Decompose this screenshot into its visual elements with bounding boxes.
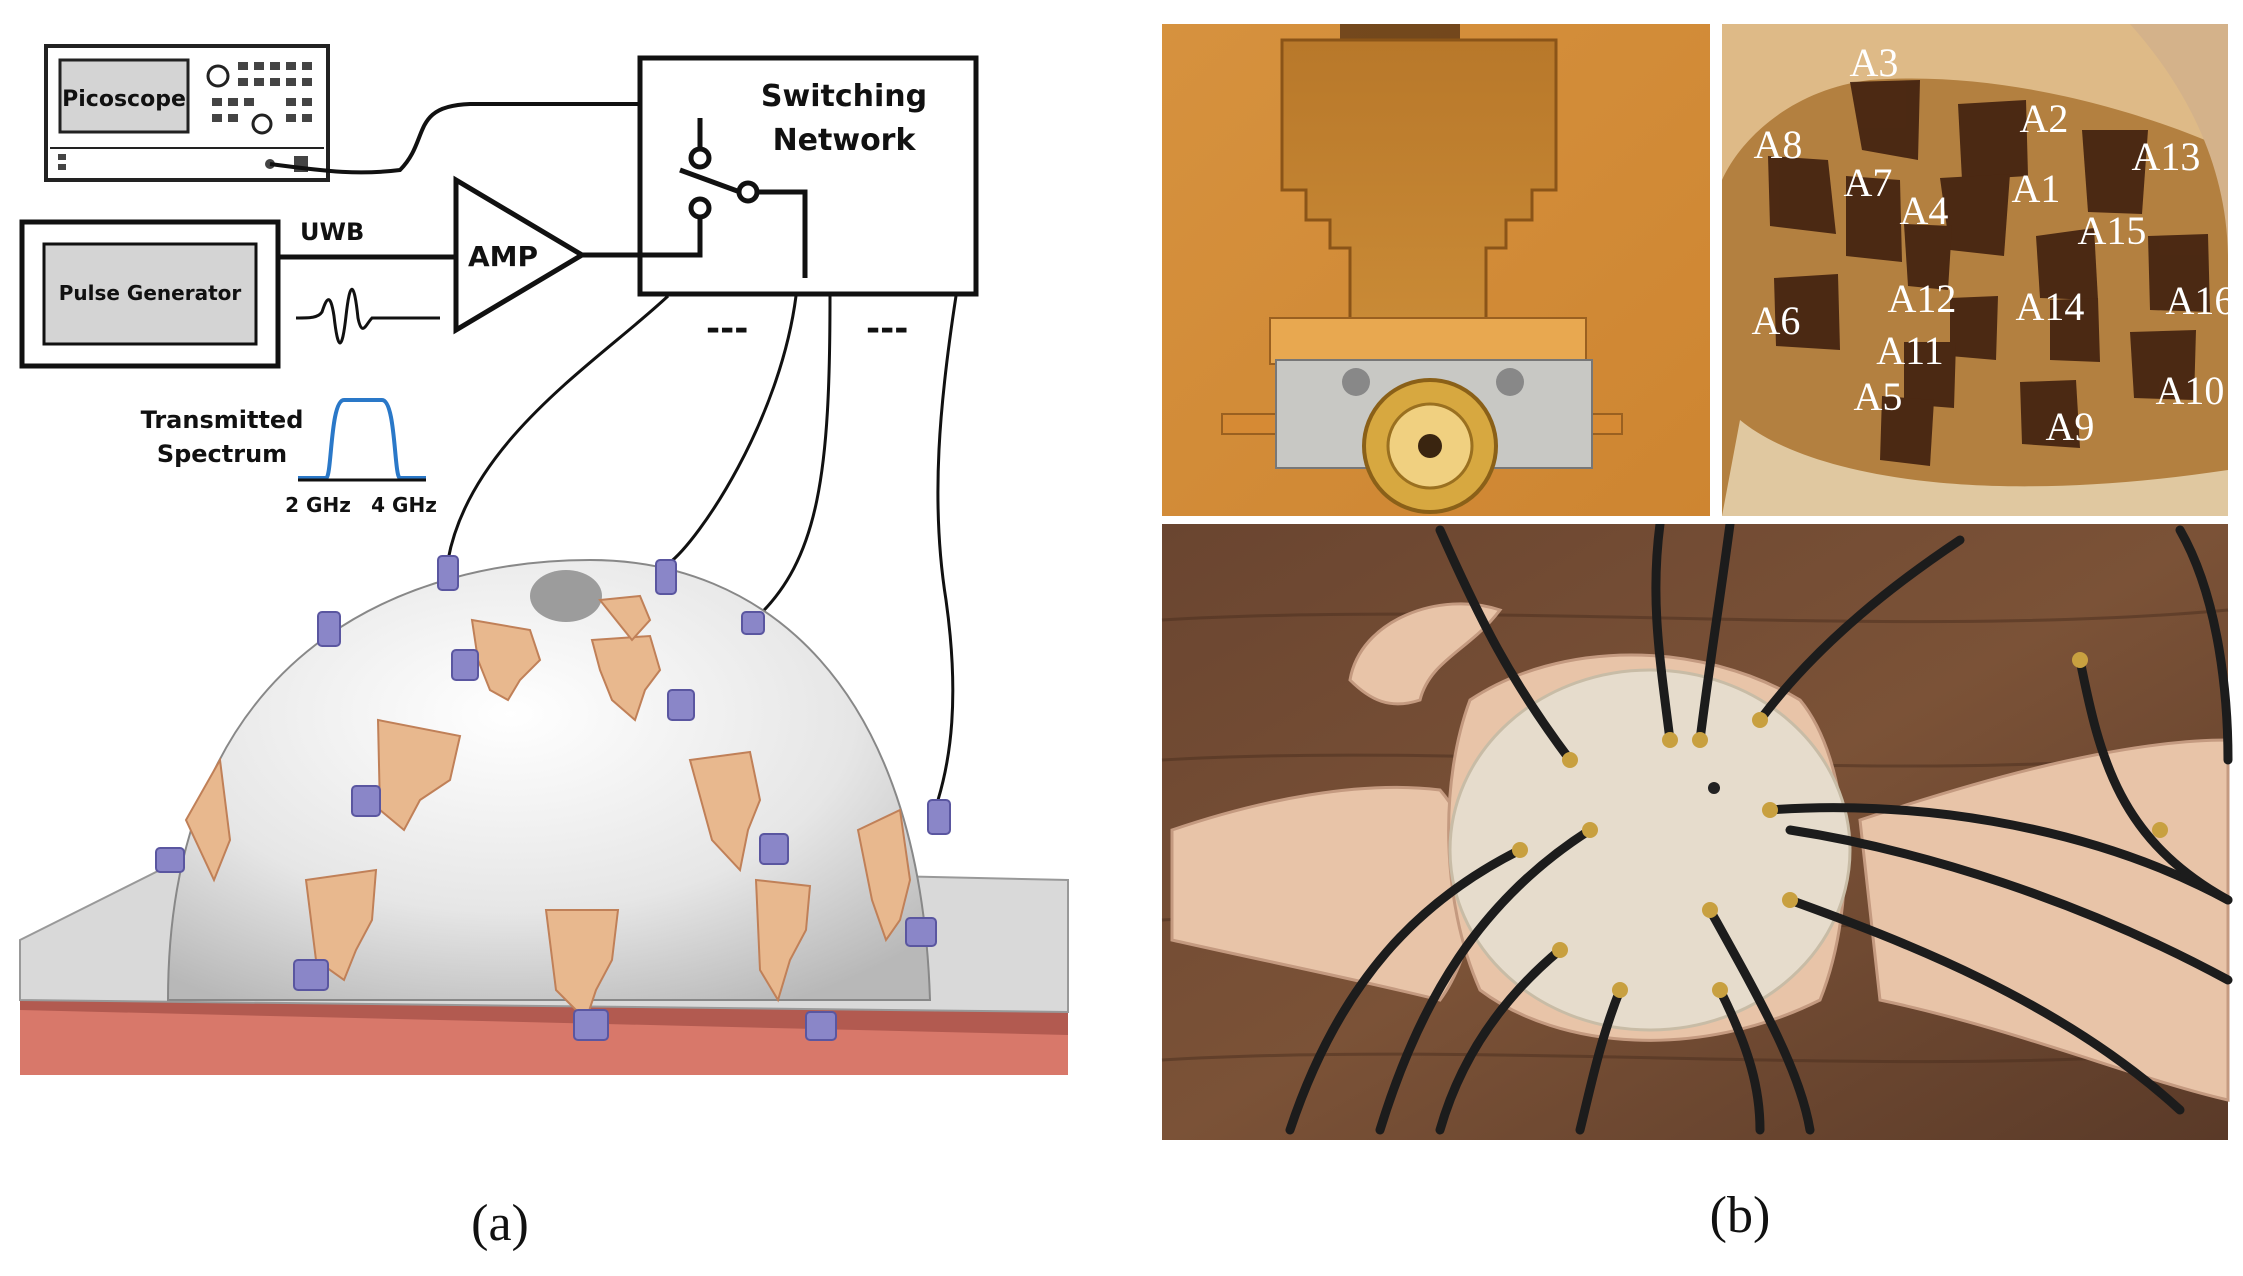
switching-label-line1: Switching [761, 79, 927, 114]
antenna-label-a4: A4 [1900, 188, 1949, 233]
spectrum-curve [298, 398, 426, 480]
antenna-label-a14: A14 [2016, 284, 2085, 329]
antenna-labels: A3 A2 A8 A7 A1 A13 A4 A15 A6 A12 A14 A16… [1752, 40, 2235, 449]
freq-high-label: 4 GHz [371, 493, 437, 517]
antenna-label-a5: A5 [1854, 374, 1903, 419]
antenna-label-a9: A9 [2046, 404, 2095, 449]
photo-bra-prototype [1161, 519, 2233, 1140]
antenna-connectors [155, 555, 951, 1041]
picoscope-label: Picoscope [62, 87, 186, 112]
ellipsis-2: --- [866, 309, 908, 349]
antenna-label-a8: A8 [1754, 122, 1803, 167]
ellipsis-1: --- [706, 309, 748, 349]
amplifier: AMP [453, 175, 587, 335]
switching-network: Switching Network [637, 55, 979, 297]
caption-b: (b) [1710, 1187, 1771, 1244]
antenna-label-a7: A7 [1844, 160, 1893, 205]
antenna-label-a1: A1 [2012, 166, 2061, 211]
panel-b: A3 A2 A8 A7 A1 A13 A4 A15 A6 A12 A14 A16… [1161, 24, 2234, 1244]
panel-a: Picoscope Pulse Generator UWB [19, 44, 1069, 1252]
freq-low-label: 2 GHz [285, 493, 351, 517]
picoscope-instrument: Picoscope [44, 44, 330, 182]
nipple-marker [530, 570, 602, 622]
antenna-label-a2: A2 [2020, 96, 2069, 141]
antenna-label-a6: A6 [1752, 298, 1801, 343]
connector-tips [1512, 652, 2168, 998]
uwb-label: UWB [300, 218, 364, 246]
antenna-cables [446, 294, 958, 801]
amp-label: AMP [468, 240, 538, 273]
antenna-patches [1768, 80, 2210, 466]
antenna-label-a16: A16 [2166, 278, 2235, 323]
switch-symbol [640, 118, 808, 278]
switching-label-line2: Network [773, 123, 917, 158]
coax-cables [1285, 519, 2233, 1135]
transmitted-spectrum: Transmitted Spectrum 2 GHz 4 GHz [141, 398, 437, 517]
antenna-label-a13: A13 [2132, 134, 2201, 179]
phantom-dome [1448, 668, 1852, 1032]
antenna-label-a12: A12 [1888, 276, 1957, 321]
picoscope-cable [269, 102, 640, 175]
antenna-label-a10: A10 [2156, 368, 2225, 413]
antenna-label-a11: A11 [1876, 328, 1943, 373]
antenna-label-a3: A3 [1850, 40, 1899, 85]
dome-antennas [184, 594, 912, 1022]
pulse-generator-label: Pulse Generator [59, 281, 242, 305]
photo-antenna-array: A3 A2 A8 A7 A1 A13 A4 A15 A6 A12 A14 A16… [1722, 24, 2234, 516]
spectrum-label-line1: Transmitted [141, 406, 304, 434]
caption-a: (a) [471, 1195, 529, 1252]
antenna-label-a15: A15 [2078, 208, 2147, 253]
pulse-generator: Pulse Generator [19, 219, 281, 369]
uwb-pulse-waveform [295, 288, 440, 345]
picoscope-controls [58, 62, 312, 172]
spectrum-label-line2: Spectrum [157, 440, 287, 468]
photo-single-antenna [1162, 24, 1710, 516]
